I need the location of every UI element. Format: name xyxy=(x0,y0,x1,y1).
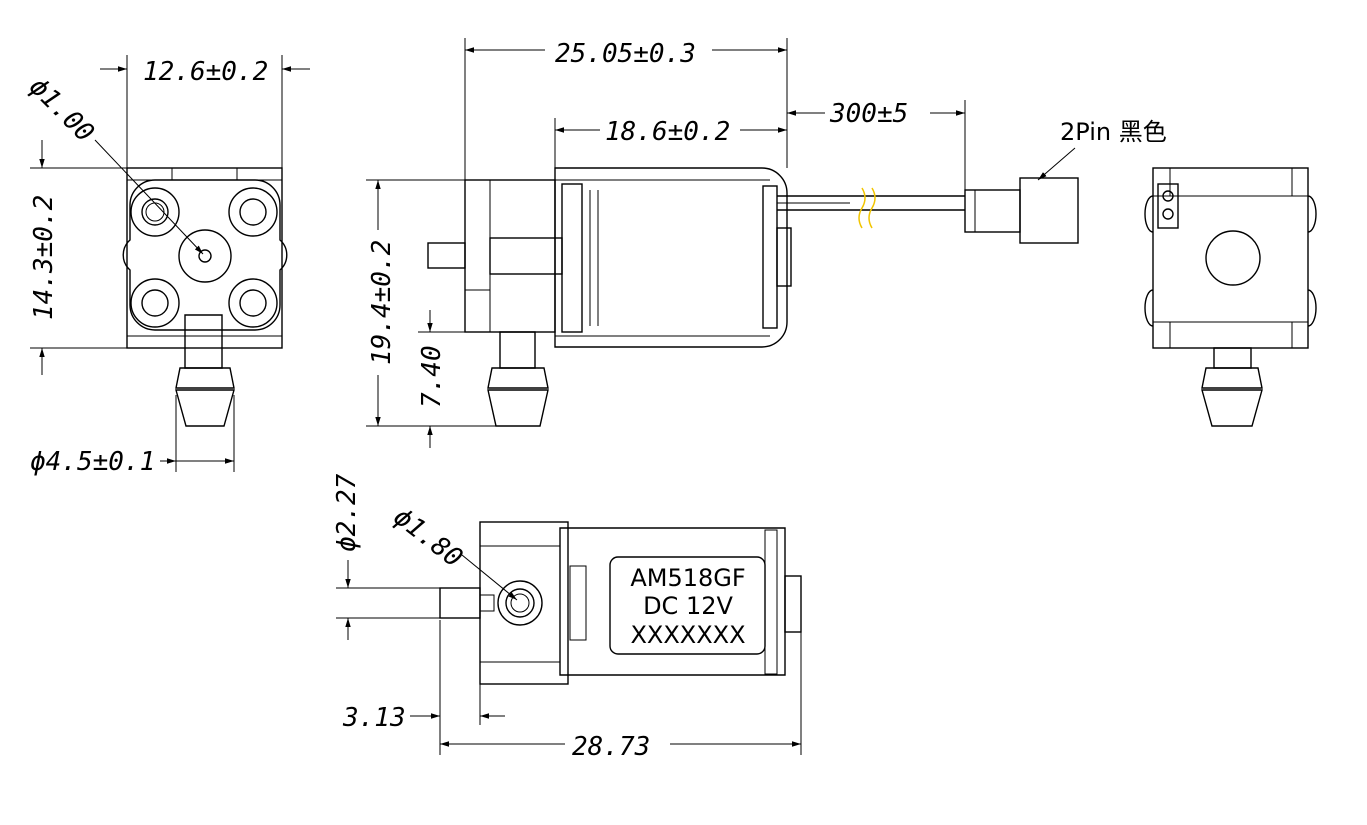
dim-body-length: 18.6±0.2 xyxy=(605,117,730,147)
dim-nozzle-length: 7.40 xyxy=(417,345,447,408)
side-view xyxy=(366,38,1079,448)
connector-label: 2Pin 黑色 xyxy=(1060,118,1167,146)
dim-total-height: 19.4±0.2 xyxy=(367,240,397,365)
rear-view xyxy=(1144,167,1317,427)
dim-wire-length: 300±5 xyxy=(829,99,908,129)
dim-shaft-diameter: ϕ2.27 xyxy=(332,473,362,552)
dim-total-length: 25.05±0.3 xyxy=(555,39,696,69)
dim-bottom-length: 28.73 xyxy=(572,732,650,762)
dim-phi-1-00: ϕ1.00 xyxy=(23,72,100,149)
dim-height-top: 14.3±0.2 xyxy=(29,195,59,320)
bottom-view xyxy=(336,521,802,755)
nameplate-serial: XXXXXXX xyxy=(630,621,745,649)
dim-width-top: 12.6±0.2 xyxy=(143,57,268,87)
dim-port-diameter: ϕ1.80 xyxy=(388,502,468,574)
dim-outlet-diameter: ϕ4.5±0.1 xyxy=(30,447,155,477)
nameplate-model: AM518GF xyxy=(630,564,745,592)
dim-shaft-offset: 3.13 xyxy=(342,703,406,733)
end-view xyxy=(30,55,310,472)
nameplate-voltage: DC 12V xyxy=(643,592,733,620)
